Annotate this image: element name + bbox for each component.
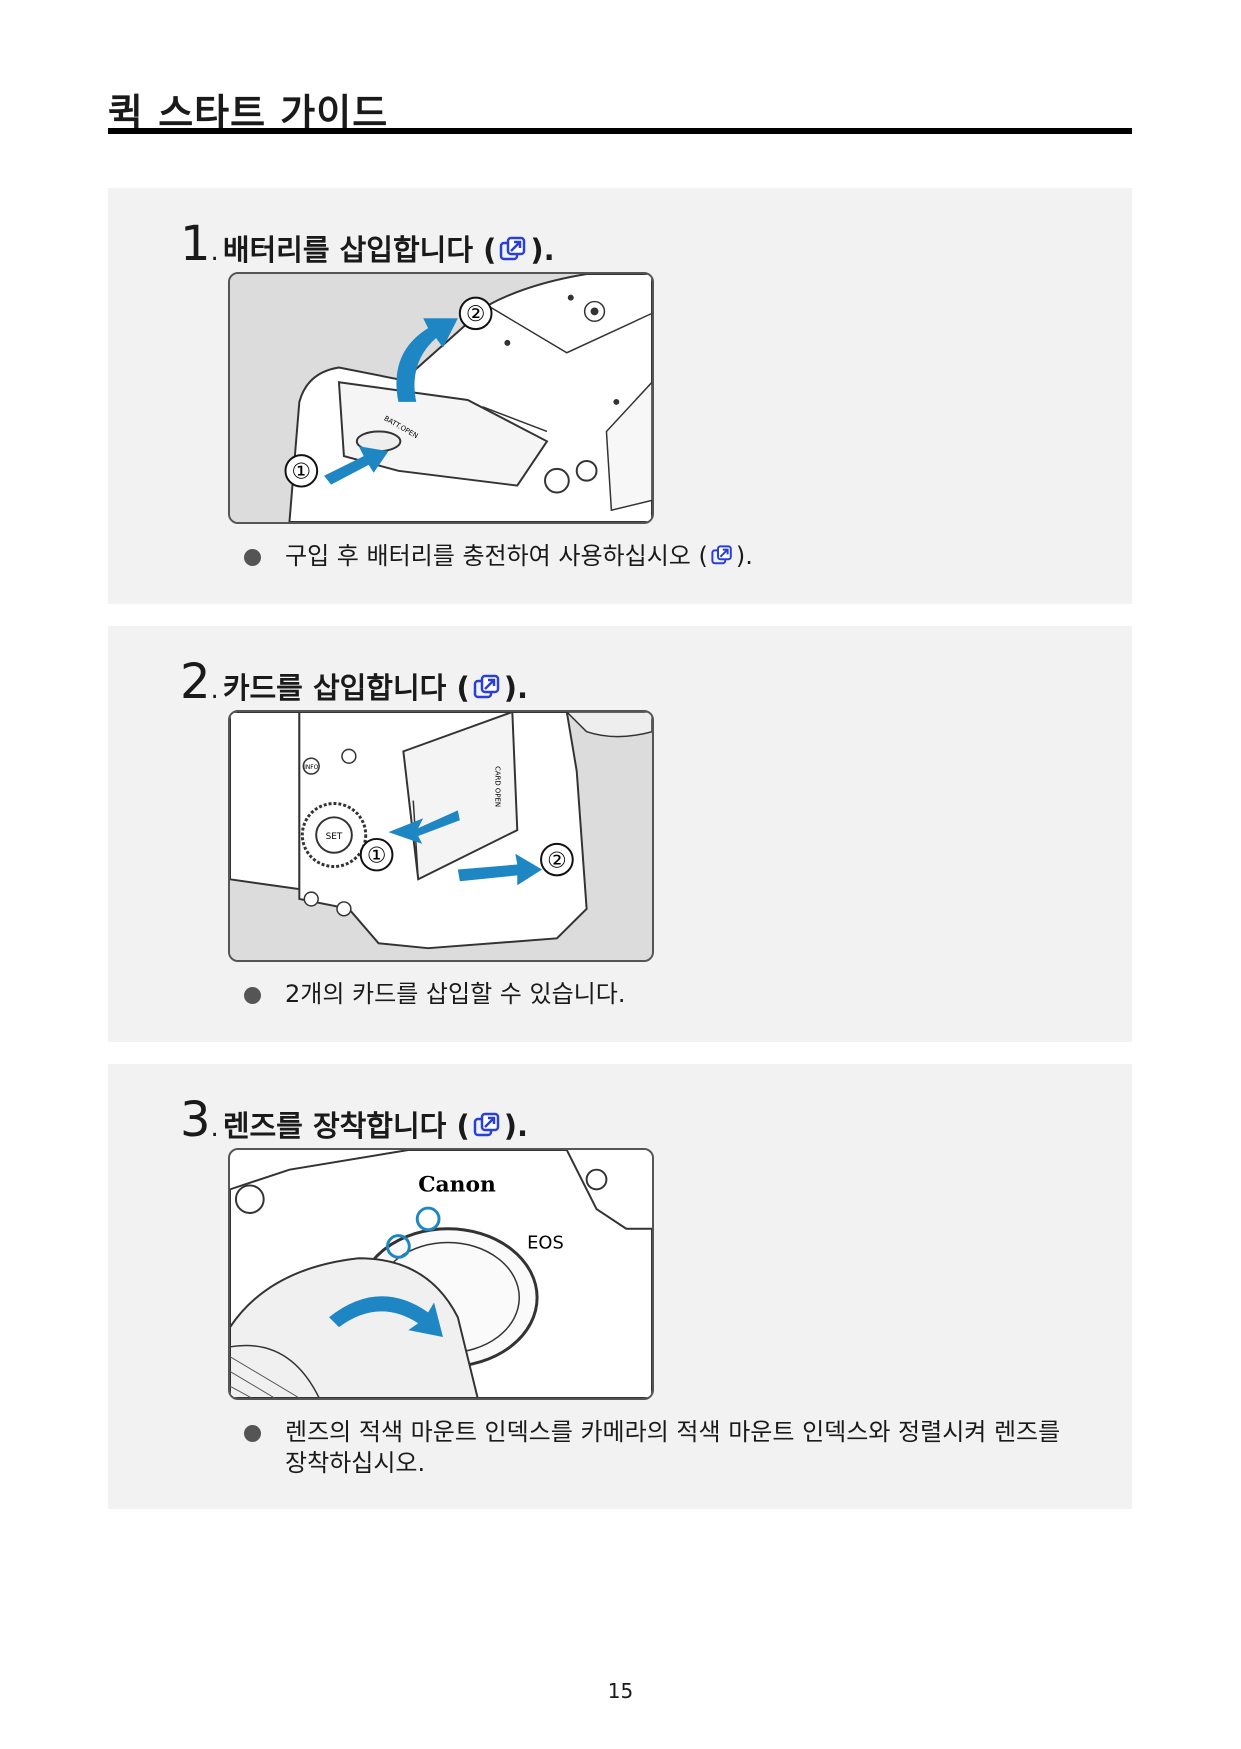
figure-marker-1: ① (367, 844, 387, 869)
step-1-title-text: 배터리를 삽입합니다 (222, 233, 474, 267)
ref-close: ). (530, 233, 555, 267)
step-2-title: 카드를 삽입합니다 ( ). (223, 665, 528, 707)
step-1-note-text: 구입 후 배터리를 충전하여 사용하십시오 ( ). (285, 541, 1085, 572)
step-dot: . (210, 675, 219, 705)
figure-set-label: SET (326, 832, 343, 842)
figure-marker-2: ② (547, 849, 567, 874)
step-1-number: 1 (180, 216, 211, 272)
step-2-panel: 2 . 카드를 삽입합니다 ( ). SET INF (108, 626, 1132, 1042)
page-title: 퀵 스타트 가이드 (108, 91, 389, 135)
step-3-note: 렌즈의 적색 마운트 인덱스를 카메라의 적색 마운트 인덱스와 정렬시켜 렌즈… (244, 1417, 1085, 1479)
bullet-icon (244, 987, 261, 1004)
cross-reference-icon[interactable] (710, 544, 734, 568)
bullet-icon (244, 1425, 261, 1442)
step-3-title-text: 렌즈를 장착합니다 (222, 1109, 447, 1143)
ref-close: ). (503, 671, 529, 705)
bullet-icon (244, 549, 261, 566)
step-2-heading: 2 . 카드를 삽입합니다 ( ). (180, 658, 528, 707)
cross-reference-icon[interactable] (498, 235, 528, 265)
ref-open: ( (483, 233, 497, 267)
step-3-title: 렌즈를 장착합니다 ( ). (223, 1103, 528, 1145)
card-figure: SET INFO CARD OPEN ① ② (228, 710, 654, 962)
step-1-note-after: ). (735, 542, 753, 570)
ref-close: ). (503, 1109, 529, 1143)
step-3-heading: 3 . 렌즈를 장착합니다 ( ). (180, 1096, 528, 1145)
title-rule (108, 128, 1132, 134)
cross-reference-icon[interactable] (472, 673, 502, 703)
step-1-panel: 1 . 배터리를 삽입합니다 ( ). (108, 188, 1132, 604)
battery-figure: ① ② BATT.OPEN (228, 272, 654, 524)
step-dot: . (210, 1113, 219, 1143)
figure-marker-1: ① (292, 460, 312, 485)
step-3-panel: 3 . 렌즈를 장착합니다 ( ). Canon EOS (108, 1064, 1132, 1509)
step-2-title-text: 카드를 삽입합니다 (222, 671, 447, 705)
ref-open: ( (456, 671, 470, 705)
figure-marker-2: ② (466, 302, 486, 327)
cross-reference-icon[interactable] (472, 1111, 502, 1141)
figure-engraving: CARD OPEN (493, 766, 501, 807)
step-1-note-before: 구입 후 배터리를 충전하여 사용하십시오 ( (285, 542, 708, 570)
page-number: 15 (607, 1679, 634, 1703)
figure-info-label: INFO (304, 765, 319, 771)
step-1-note: 구입 후 배터리를 충전하여 사용하십시오 ( ). (244, 541, 1085, 572)
step-dot: . (210, 237, 219, 267)
figure-brand-label: Canon (418, 1172, 496, 1197)
step-1-title: 배터리를 삽입합니다 ( ). (223, 227, 555, 269)
figure-model-label: EOS (527, 1233, 564, 1253)
lens-figure: Canon EOS (228, 1148, 654, 1400)
step-2-number: 2 (180, 654, 211, 710)
step-1-heading: 1 . 배터리를 삽입합니다 ( ). (180, 220, 555, 269)
step-2-note-text: 2개의 카드를 삽입할 수 있습니다. (285, 980, 626, 1008)
step-3-note-text: 렌즈의 적색 마운트 인덱스를 카메라의 적색 마운트 인덱스와 정렬시켜 렌즈… (285, 1418, 1061, 1477)
ref-open: ( (456, 1109, 470, 1143)
step-2-note: 2개의 카드를 삽입할 수 있습니다. (244, 979, 1085, 1010)
step-3-number: 3 (180, 1092, 211, 1148)
